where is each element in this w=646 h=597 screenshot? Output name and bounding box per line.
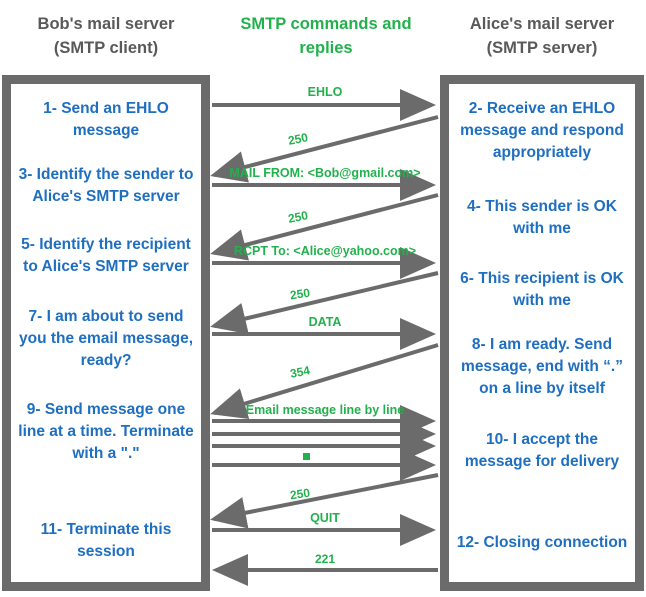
server-step-6: 6- This recipient is OK with me	[460, 270, 624, 309]
label-rcpt-to: RCPT To: <Alice@yahoo.com>	[233, 244, 417, 258]
client-step-7: 7- I am about to send you the email mess…	[18, 308, 194, 369]
server-step-8: 8- I am ready. Send message, end with “.…	[461, 336, 623, 397]
client-panel: 1- Send an EHLO message 3- Identify the …	[2, 75, 210, 591]
message-flow-area: EHLO 250 MAIL FROM: <Bob@gmail.com> 250 …	[210, 75, 440, 591]
label-ehlo: EHLO	[307, 85, 343, 99]
diagram-header: Bob's mail server (SMTP client) SMTP com…	[0, 0, 646, 72]
client-step-9: 9- Send message one line at a time. Term…	[18, 401, 194, 462]
label-250-c: 250	[289, 285, 311, 303]
server-step-4: 4- This sender is OK with me	[467, 198, 617, 237]
server-header-line1: Alice's mail server	[469, 15, 615, 33]
server-header-title: Alice's mail server (SMTP server)	[440, 12, 644, 60]
arrow-250-b	[210, 193, 439, 261]
client-header-title: Bob's mail server (SMTP client)	[2, 12, 210, 60]
arrow-354	[210, 343, 439, 420]
server-step-12: 12- Closing connection	[456, 534, 628, 551]
label-quit: QUIT	[310, 511, 340, 525]
server-step-10: 10- I accept the message for delivery	[464, 431, 620, 470]
server-panel-inner: 2- Receive an EHLO message and respond a…	[449, 84, 635, 582]
client-step-3: 3- Identify the sender to Alice's SMTP s…	[18, 166, 194, 205]
green-dot-marker	[303, 453, 310, 460]
label-mail-from: MAIL FROM: <Bob@gmail.com>	[229, 166, 421, 180]
label-221: 221	[314, 552, 336, 566]
client-header-line2: (SMTP client)	[53, 39, 159, 57]
middle-header-line2: replies	[299, 39, 353, 57]
arrow-250-d	[210, 473, 439, 529]
arrow-250-a	[210, 115, 439, 183]
arrow-250-c	[210, 271, 439, 335]
client-step-11: 11- Terminate this session	[40, 521, 172, 560]
client-step-5: 5- Identify the recipient to Alice's SMT…	[21, 236, 191, 275]
middle-header-title: SMTP commands and replies	[216, 12, 436, 60]
label-data: DATA	[308, 315, 342, 329]
client-header-line1: Bob's mail server	[37, 15, 175, 33]
label-250-d: 250	[289, 485, 311, 503]
label-email-message-lines: Email message line by line	[245, 403, 405, 417]
server-header-line2: (SMTP server)	[486, 39, 598, 57]
client-panel-inner: 1- Send an EHLO message 3- Identify the …	[11, 84, 201, 582]
server-panel: 2- Receive an EHLO message and respond a…	[440, 75, 644, 591]
arrow-canvas	[210, 89, 439, 586]
server-step-2: 2- Receive an EHLO message and respond a…	[460, 100, 624, 161]
client-step-1: 1- Send an EHLO message	[43, 100, 169, 139]
middle-header-line1: SMTP commands and	[240, 15, 412, 33]
